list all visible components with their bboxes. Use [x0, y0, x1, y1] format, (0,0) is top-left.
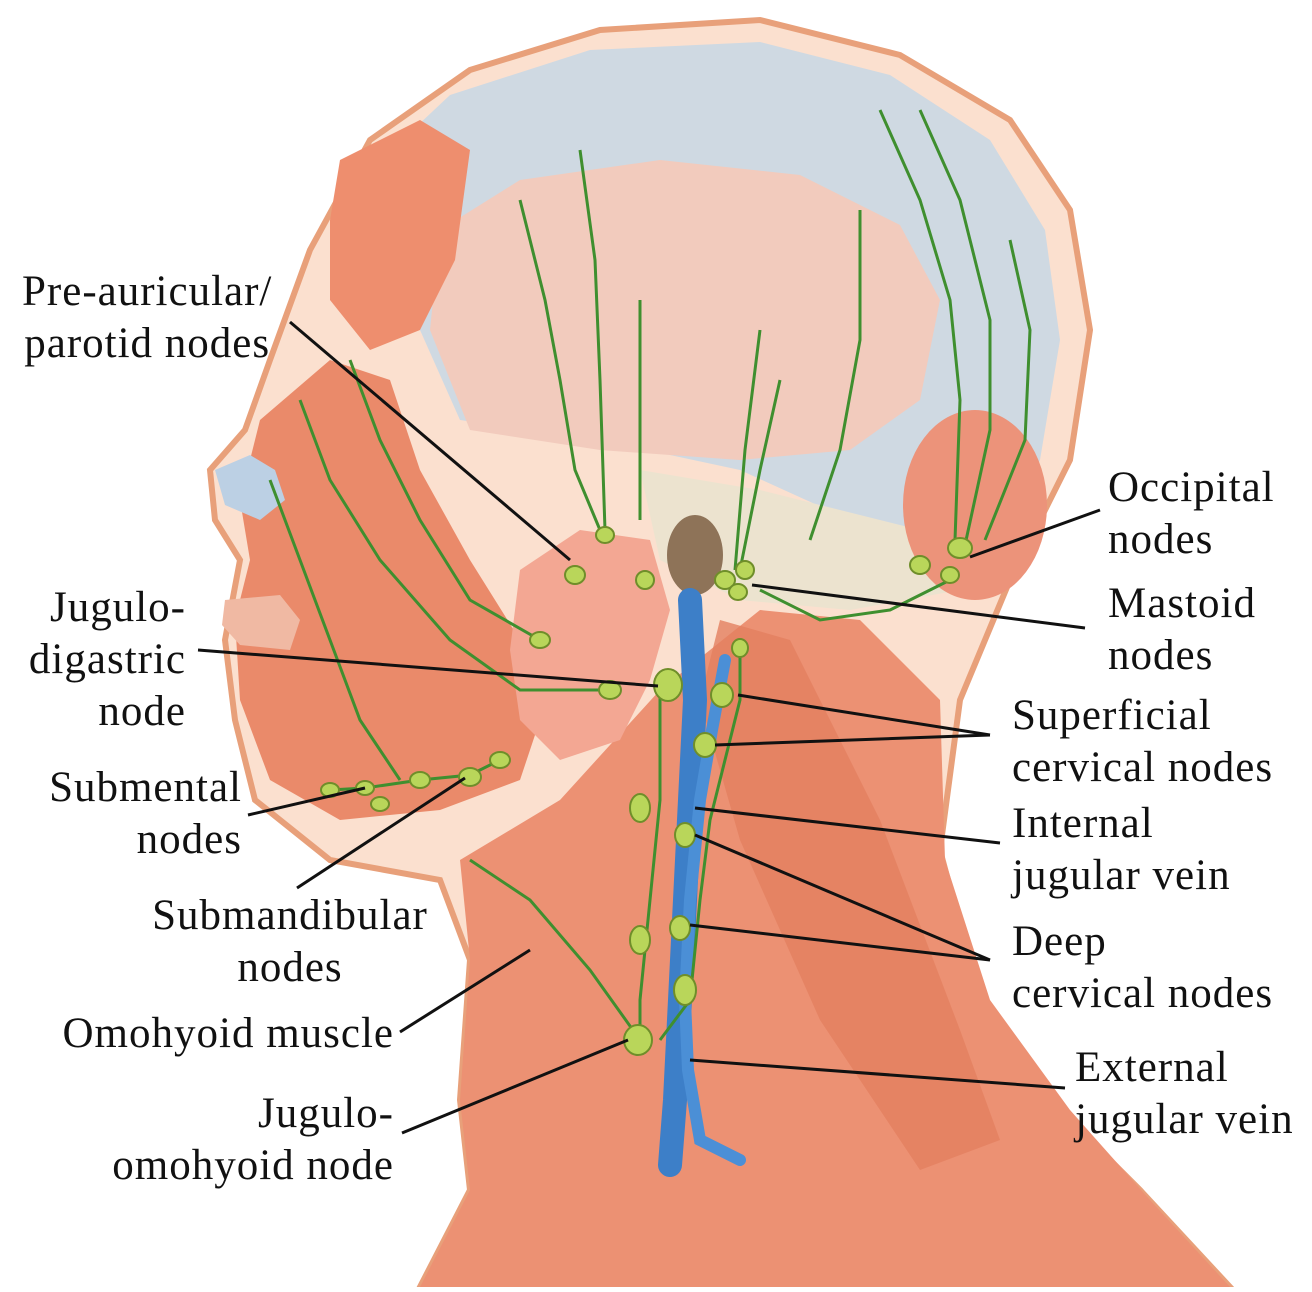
label-preauricular-nodes: Pre-auricular/ parotid nodes — [22, 266, 272, 370]
label-deep-cervical-nodes: Deep cervical nodes — [1012, 916, 1273, 1020]
label-jugulodigastric-node: Jugulo- digastric node — [29, 582, 186, 738]
label-superficial-line1: Superficial — [1012, 690, 1273, 742]
label-deep-line2: cervical nodes — [1012, 968, 1273, 1020]
label-external-jugular-line2: jugular vein — [1075, 1094, 1294, 1146]
label-occipital-line1: Occipital — [1108, 462, 1275, 514]
label-jugulodigastric-line1: Jugulo- — [29, 582, 186, 634]
label-submandibular-nodes: Submandibular nodes — [140, 890, 440, 994]
label-deep-line1: Deep — [1012, 916, 1273, 968]
label-occipital-line2: nodes — [1108, 514, 1275, 566]
label-submental-line1: Submental — [49, 762, 242, 814]
label-submental-line2: nodes — [49, 814, 242, 866]
label-juguloomohyoid-line2: omohyoid node — [112, 1140, 394, 1192]
label-external-jugular-vein: External jugular vein — [1075, 1042, 1294, 1146]
label-preauricular-line1: Pre-auricular/ — [22, 266, 272, 318]
label-external-jugular-line1: External — [1075, 1042, 1294, 1094]
label-internal-jugular-line2: jugular vein — [1012, 850, 1231, 902]
label-preauricular-line2: parotid nodes — [22, 318, 272, 370]
label-submandibular-line1: Submandibular — [140, 890, 440, 942]
label-juguloomohyoid-node: Jugulo- omohyoid node — [112, 1088, 394, 1192]
label-mastoid-nodes: Mastoid nodes — [1108, 578, 1256, 682]
label-jugulodigastric-line2: digastric — [29, 634, 186, 686]
label-internal-jugular-line1: Internal — [1012, 798, 1231, 850]
label-internal-jugular-vein: Internal jugular vein — [1012, 798, 1231, 902]
label-mastoid-line2: nodes — [1108, 630, 1256, 682]
label-omohyoid-muscle: Omohyoid muscle — [63, 1008, 395, 1060]
label-mastoid-line1: Mastoid — [1108, 578, 1256, 630]
label-omohyoid-line1: Omohyoid muscle — [63, 1008, 395, 1060]
label-occipital-nodes: Occipital nodes — [1108, 462, 1275, 566]
label-jugulodigastric-line3: node — [29, 686, 186, 738]
label-submandibular-line2: nodes — [140, 942, 440, 994]
label-superficial-cervical-nodes: Superficial cervical nodes — [1012, 690, 1273, 794]
label-superficial-line2: cervical nodes — [1012, 742, 1273, 794]
label-juguloomohyoid-line1: Jugulo- — [112, 1088, 394, 1140]
label-submental-nodes: Submental nodes — [49, 762, 242, 866]
